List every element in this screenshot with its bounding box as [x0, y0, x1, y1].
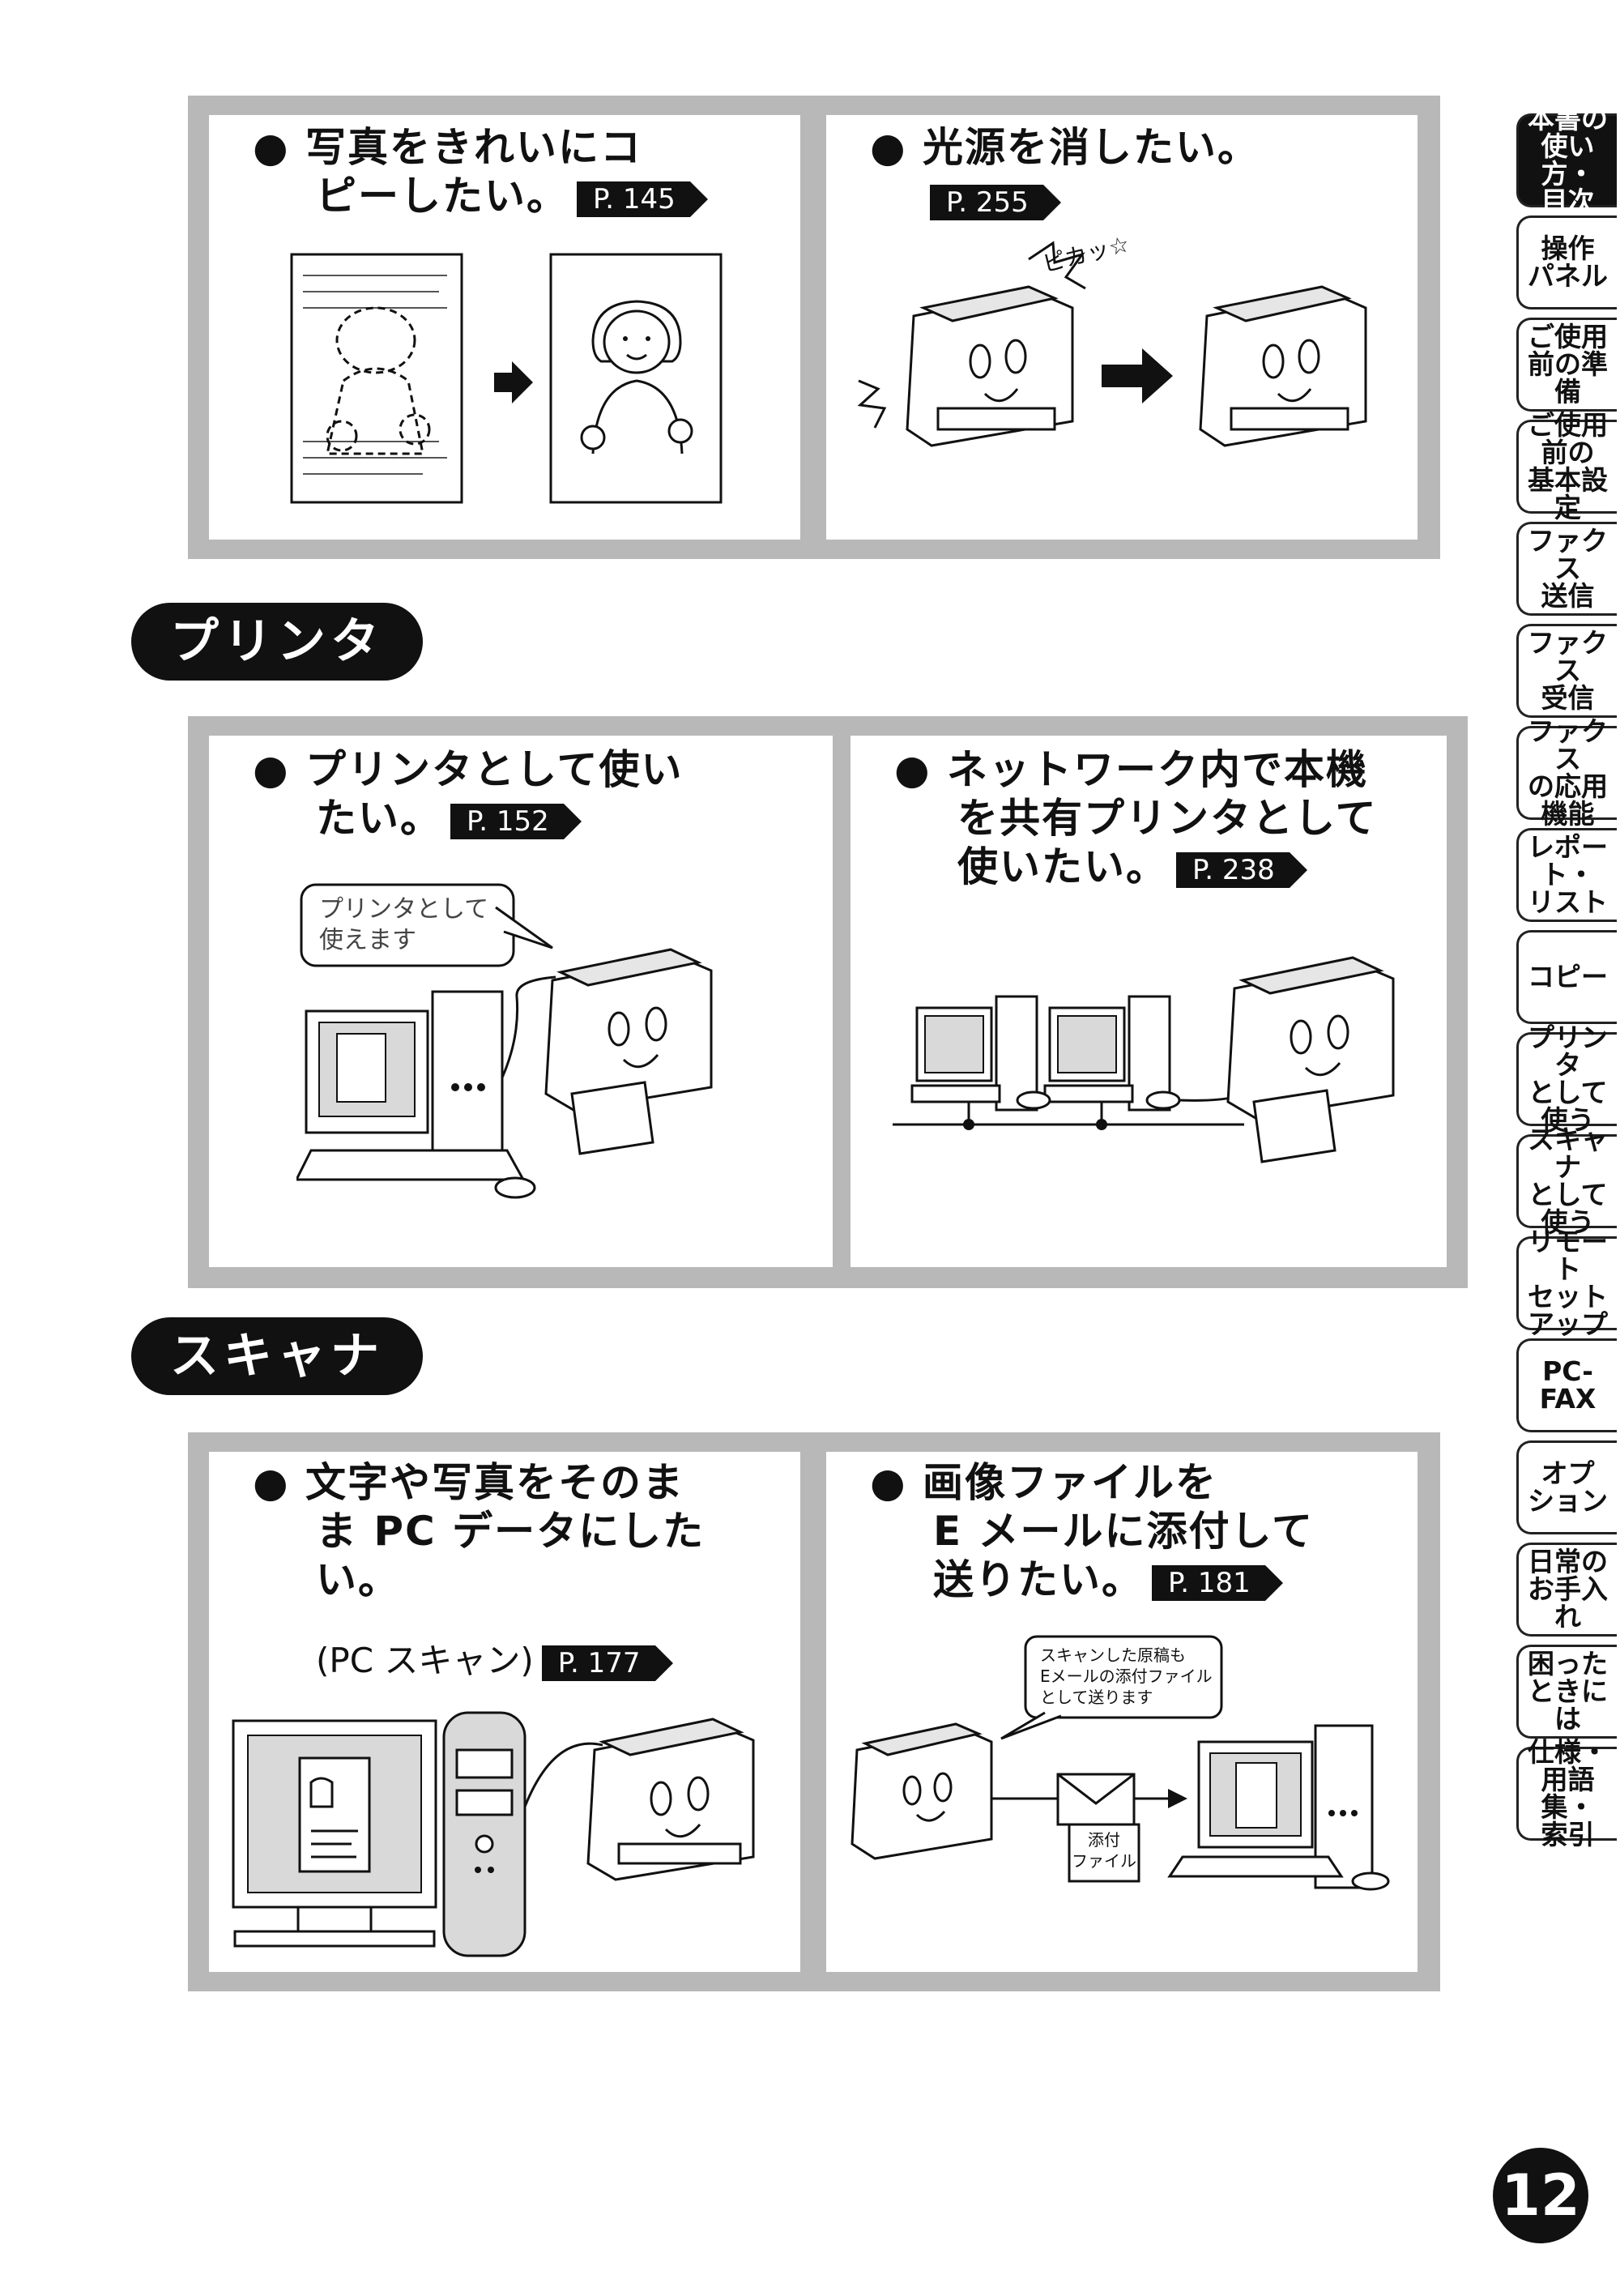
title-line: ● 写真をきれいにコ [253, 124, 643, 171]
tab-fax-send[interactable]: ファクス 送信 [1516, 522, 1617, 616]
network-printer-illustration [893, 956, 1395, 1163]
tab-troubleshooting[interactable]: 困った ときには [1516, 1645, 1617, 1739]
page-ref-badge[interactable]: P. 152 [450, 803, 582, 839]
tab-options[interactable]: オプ ション [1516, 1440, 1617, 1534]
page-ref-badge[interactable]: P. 181 [1152, 1564, 1283, 1601]
bubble-text: として送ります [1040, 1688, 1153, 1707]
title-line: たい。P. 152 [253, 794, 684, 843]
page-ref-badge[interactable]: P. 255 [930, 185, 1061, 220]
title-line: ピーしたい。P. 145 [253, 172, 708, 220]
copy-left-title: ● 写真をきれいにコ ピーしたい。P. 145 [253, 123, 708, 220]
light-erase-illustration: ピカッ☆ [857, 230, 1367, 447]
title-line: 使いたい。P. 238 [894, 843, 1378, 891]
email-attachment-illustration: スキャンした原稿も Eメールの添付ファイル として送ります 添付 ファイル [850, 1635, 1390, 1891]
title-line: を共有プリンタとして [957, 795, 1378, 842]
attachment-label: 添付 [1088, 1830, 1120, 1850]
bubble-text: プリンタとして [319, 895, 488, 924]
pc-scan-note: (PC スキャン)P. 177 [316, 1633, 673, 1683]
page-number: 12 [1493, 2148, 1588, 2243]
title-line: ● 文字や写真をそのま [253, 1459, 685, 1506]
tab-control-panel[interactable]: 操作 パネル [1516, 216, 1617, 309]
title-line: ま PC データにした [316, 1508, 706, 1555]
bubble-text: スキャンした原稿も [1040, 1645, 1186, 1665]
printer-right-title: ● ネットワーク内で本機 を共有プリンタとして 使いたい。P. 238 [894, 745, 1378, 891]
title-line: ● ネットワーク内で本機 [894, 746, 1369, 793]
page-ref-badge[interactable]: P. 145 [577, 181, 708, 217]
photo-copy-illustration [290, 253, 723, 504]
attachment-label: ファイル [1072, 1851, 1136, 1871]
printer-left-title: ● プリンタとして使い たい。P. 152 [253, 745, 684, 843]
pc-scan-illustration [232, 1711, 755, 1957]
tab-basic-settings[interactable]: ご使用 前の 基本設定 [1516, 412, 1617, 522]
title-line: E メールに添付して [933, 1508, 1315, 1555]
tab-fax-advanced[interactable]: ファクス の応用 機能 [1516, 718, 1617, 828]
tab-about-manual[interactable]: 本書の 使い方・ 目次 [1516, 105, 1617, 216]
tab-maintenance[interactable]: 日常の お手入れ [1516, 1543, 1617, 1637]
tab-specs-index[interactable]: 仕様・ 用語集・ 索引 [1516, 1739, 1617, 1849]
scanner-section-heading: スキャナ [131, 1317, 423, 1395]
tab-printer[interactable]: プリンタ として 使う [1516, 1024, 1617, 1134]
bubble-text: Eメールの添付ファイル [1040, 1667, 1213, 1686]
page-ref-badge[interactable]: P. 177 [541, 1645, 673, 1681]
printer-section-heading: プリンタ [131, 603, 423, 681]
tab-pc-fax[interactable]: PC- FAX [1516, 1338, 1617, 1432]
title-line: ● 光源を消したい。 [870, 124, 1260, 171]
tab-scanner[interactable]: スキャナ として 使う [1516, 1126, 1617, 1236]
page-ref-badge[interactable]: P. 238 [1176, 851, 1307, 888]
title-line: 送りたい。P. 181 [870, 1556, 1314, 1604]
sound-effect-text: ピカッ☆ [1040, 230, 1132, 277]
printer-usage-illustration: プリンタとして 使えます [296, 883, 713, 1199]
tab-fax-receive[interactable]: ファクス 受信 [1516, 624, 1617, 718]
tab-copy[interactable]: コピー [1516, 930, 1617, 1024]
tab-remote-setup[interactable]: リモート セット アップ [1516, 1228, 1617, 1338]
scanner-right-title: ● 画像ファイルを E メールに添付して 送りたい。P. 181 [870, 1458, 1314, 1604]
scanner-left-title: ● 文字や写真をそのま ま PC データにした い。 [253, 1458, 705, 1604]
title-line: ● プリンタとして使い [253, 746, 684, 793]
copy-right-title: ● 光源を消したい。 [870, 123, 1260, 172]
tab-reports-lists[interactable]: レポート・ リスト [1516, 828, 1617, 922]
title-line: ● 画像ファイルを [870, 1459, 1218, 1506]
bubble-text: 使えます [319, 926, 416, 954]
title-line: い。 [316, 1556, 400, 1603]
tab-preparation[interactable]: ご使用 前の準備 [1516, 318, 1617, 412]
